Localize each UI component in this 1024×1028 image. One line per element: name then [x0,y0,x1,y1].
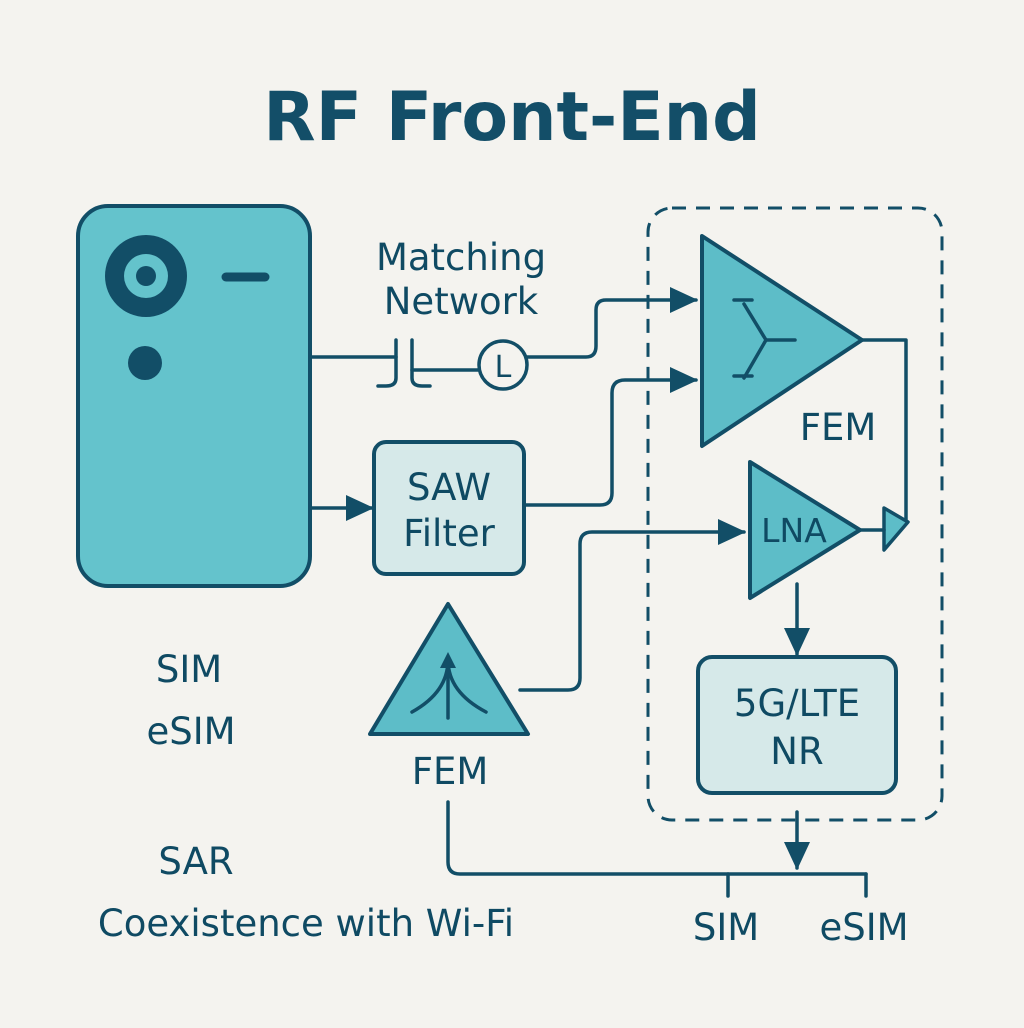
fem-upper-label: FEM [800,406,877,449]
inductor-label: L [495,350,512,385]
sim-label: SIM [156,648,222,691]
modem-label-line2: NR [770,730,823,773]
fem-output-wire [860,338,908,524]
bus-esim-label: eSIM [819,906,908,949]
bottom-bus-wire [446,800,868,876]
fem-amplifier-upper [700,234,864,448]
fem-amplifier-lower [368,602,530,736]
capacitor-icon [376,338,432,388]
modem-label-line1: 5G/LTE [734,682,860,725]
device [76,204,312,588]
camera-icon [105,235,187,317]
lna-label: LNA [761,511,827,550]
inductor-icon: L [477,339,529,391]
matching-to-fem-wire [525,287,698,359]
antenna-splitter-icon [732,298,797,380]
bus-sim-label: SIM [693,906,759,949]
antenna-merge-icon [410,652,488,720]
esim-label: eSIM [146,710,235,753]
fem-module-enclosure [646,206,944,822]
lna-amplifier [748,460,862,600]
saw-to-fem-wire [522,367,698,507]
saw-filter-box [372,440,526,576]
sar-label: SAR [158,840,233,883]
modem-box [696,655,898,795]
matching-network-label-line2: Network [384,280,539,323]
matching-network-label-line1: Matching [376,236,546,279]
page-title: RF Front-End [263,78,761,157]
coexistence-label: Coexistence with Wi-Fi [98,902,514,945]
sensor-icon [128,346,162,380]
saw-filter-label-line1: SAW [407,466,491,509]
saw-filter-label-line2: Filter [403,512,495,555]
fem-lower-label: FEM [412,750,489,793]
fem-lower-to-lna-wire [518,519,746,692]
